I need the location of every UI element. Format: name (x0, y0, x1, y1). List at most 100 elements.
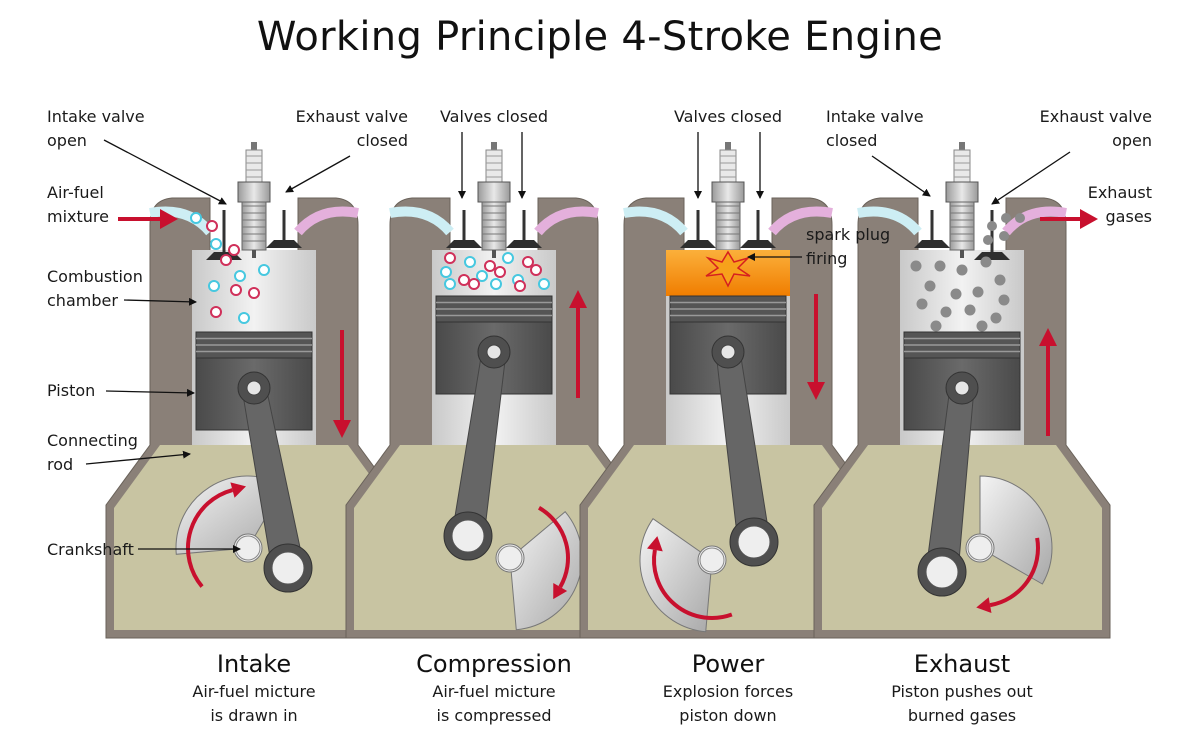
rotation-arc (652, 549, 733, 620)
compressed-bubble (458, 274, 470, 286)
label-valves-closed: Valves closed (674, 107, 782, 126)
leader-combustion-chamber (123, 297, 197, 306)
rotation-arc (537, 506, 570, 588)
label-piston-line: Piston (47, 381, 95, 400)
label-exhaust-gases-line: Exhaust (1088, 183, 1152, 202)
exhaust-valve (740, 240, 776, 248)
crank-pin (271, 551, 305, 585)
engine-power (579, 142, 877, 639)
exhaust-port (294, 206, 359, 236)
outgoing-particle (987, 221, 997, 231)
label-intake-valve-closed-line: closed (826, 131, 877, 150)
stroke-name-power: Power (692, 650, 765, 678)
spark-plug-hex (945, 181, 979, 203)
engine-compression (345, 142, 643, 639)
compressed-bubble (468, 278, 480, 290)
compressed-bubble (514, 280, 526, 292)
incoming-bubble (210, 238, 222, 250)
leader-exhaust-valve (285, 155, 351, 193)
intake-port (623, 206, 688, 236)
label-exhaust-gases: Exhaust gases (1088, 183, 1152, 226)
compressed-bubble (502, 252, 514, 264)
compressed-bubble (440, 266, 452, 278)
engine-exhaust (813, 142, 1111, 639)
mixture-bubble (220, 254, 232, 266)
piston-direction-arrow-head (333, 420, 351, 438)
wrist-pin (246, 380, 262, 396)
leader-exhaust-valve-open (991, 151, 1071, 205)
rotation-arrowhead (647, 536, 663, 552)
exhaust-particle (972, 286, 984, 298)
label-piston: Piston (47, 381, 95, 400)
wrist-pin (486, 344, 502, 360)
compressed-bubble (484, 260, 496, 272)
exhaust-port (768, 206, 833, 236)
exhaust-particle (950, 288, 962, 300)
mixture-bubble (258, 264, 270, 276)
exhaust-port (534, 206, 599, 236)
exhaust-valve (506, 240, 542, 248)
stroke-name-compression: Compression (416, 650, 572, 678)
piston-direction-arrow-head (569, 290, 587, 308)
stroke-name-exhaust: Exhaust (914, 650, 1010, 678)
mixture-bubble (238, 312, 250, 324)
wrist-pin (720, 344, 736, 360)
intake-flow-arrowhead (160, 209, 178, 229)
label-connecting-rod-line: rod (47, 455, 73, 474)
label-crankshaft: Crankshaft (47, 540, 134, 559)
crank-counterweight (979, 475, 1053, 585)
rotation-arrowhead (230, 482, 246, 498)
spark-plug-hex (711, 181, 745, 203)
exhaust-particle (924, 280, 936, 292)
compressed-bubble (490, 278, 502, 290)
leader-piston (105, 388, 195, 397)
piston-direction-arrow-head (807, 382, 825, 400)
spark-plug-thread (241, 201, 267, 251)
crank-center (699, 547, 725, 573)
stroke-name-intake: Intake (217, 650, 291, 678)
label-exhaust-gases-line: gases (1106, 207, 1152, 226)
label-spark-plug-firing-line: spark plug (806, 225, 890, 244)
label-crankshaft-line: Crankshaft (47, 540, 134, 559)
exhaust-port (1002, 206, 1067, 236)
stroke-description-exhaust-line: Piston pushes out (891, 682, 1033, 701)
spark-plug-thread (481, 201, 507, 251)
label-intake-valve-open-line: Intake valve (47, 107, 145, 126)
stroke-description-power-line: Explosion forces (663, 682, 793, 701)
leader-intake-valve-closed (871, 155, 931, 197)
exhaust-particle (930, 320, 942, 332)
exhaust-particle (910, 260, 922, 272)
exhaust-particle (956, 264, 968, 276)
exhaust-particle (980, 256, 992, 268)
engine-intake (105, 142, 403, 639)
mixture-bubble (248, 287, 260, 299)
compressed-bubble (444, 252, 456, 264)
label-exhaust-valve-closed-line: Exhaust valve (296, 107, 408, 126)
diagram-title: Working Principle 4-Stroke Engine (256, 14, 944, 60)
crank-center (235, 535, 261, 561)
crank-pin (451, 519, 485, 553)
intake-port (857, 206, 922, 236)
label-valves-closed: Valves closed (440, 107, 548, 126)
compressed-bubble (530, 264, 542, 276)
exhaust-particle (940, 306, 952, 318)
incoming-bubble (228, 244, 240, 256)
spark-plug-hex (237, 181, 271, 203)
label-valves-closed-line: Valves closed (440, 107, 548, 126)
intake-port (149, 206, 214, 236)
exhaust-particle (976, 320, 988, 332)
stroke-description-compression-line: is compressed (437, 706, 552, 725)
mixture-bubble (208, 280, 220, 292)
exhaust-particle (994, 274, 1006, 286)
compressed-bubble (538, 278, 550, 290)
crank-center (497, 545, 523, 571)
